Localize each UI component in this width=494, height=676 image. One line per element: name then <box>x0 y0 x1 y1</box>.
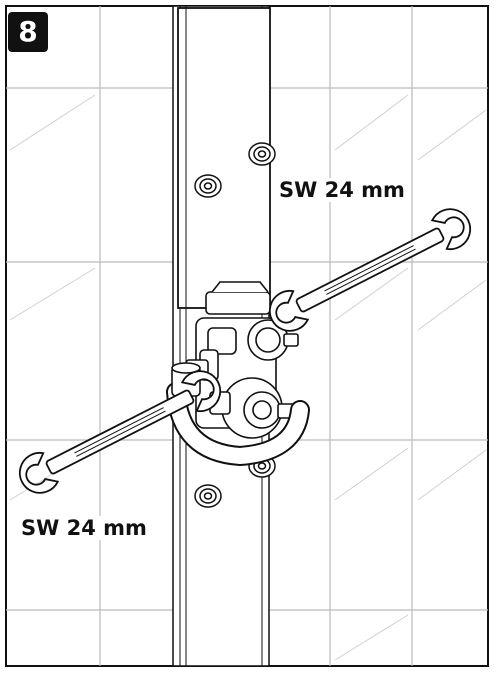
wrench-size-label-top: SW 24 mm <box>276 178 408 202</box>
wrench-lower <box>18 370 222 494</box>
wrench-size-label-bottom: SW 24 mm <box>18 516 150 540</box>
fastening-screws <box>194 142 276 508</box>
step-number-badge: 8 <box>8 12 48 52</box>
wrench-upper <box>268 208 472 332</box>
